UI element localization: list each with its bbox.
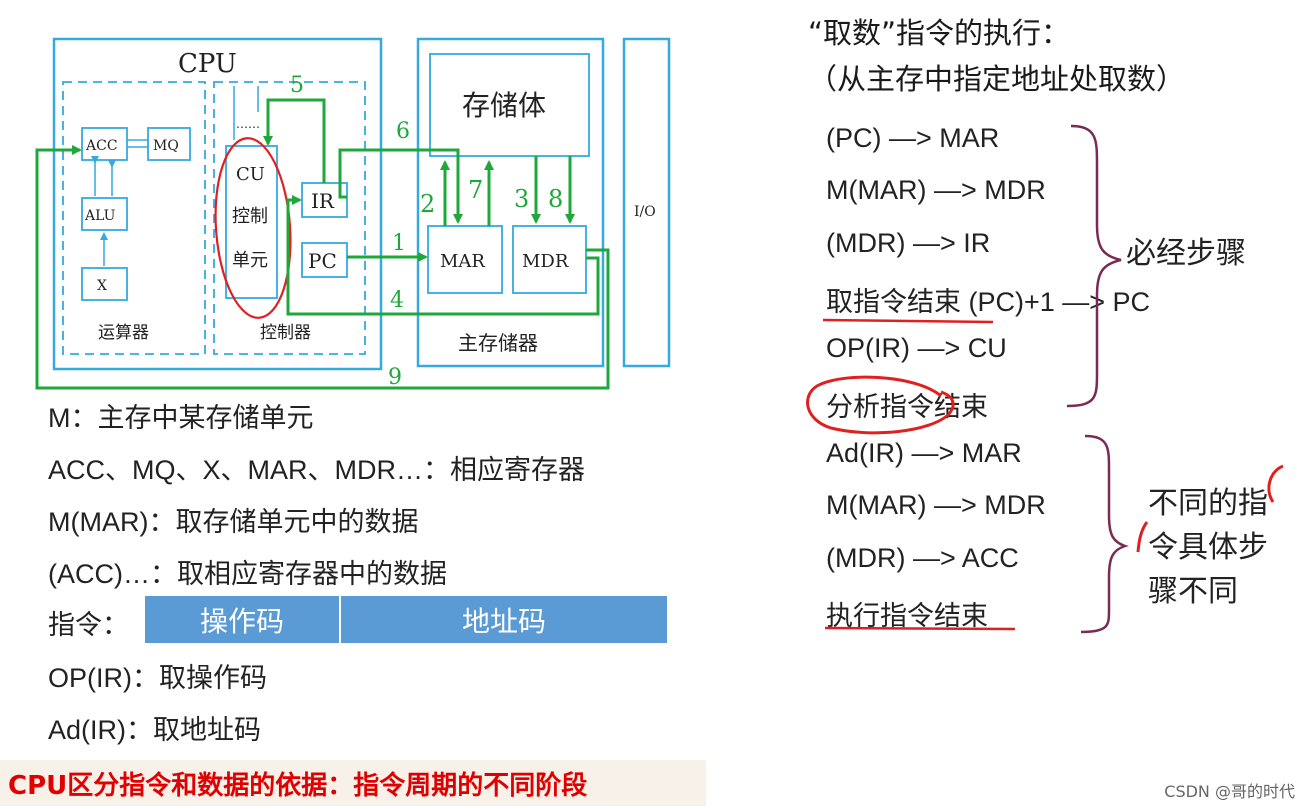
cu-label: CU	[236, 164, 265, 185]
storage-body-label: 存储体	[462, 89, 546, 122]
panel-subtitle: （从主存中指定地址处取数）	[808, 62, 1186, 96]
instruction-label: 指令：	[48, 610, 129, 640]
panel-title: “取数”指令的执行：	[808, 16, 1071, 50]
path-label-1: 1	[392, 231, 406, 256]
arith-unit-label: 运算器	[98, 323, 149, 343]
footer-note: CPU区分指令和数据的依据：指令周期的不同阶段	[0, 760, 706, 806]
controller-dots: ……	[236, 117, 260, 131]
acc-box	[81, 127, 128, 161]
path-6	[338, 148, 463, 224]
brace-varies	[1080, 434, 1129, 634]
brace-label-varies-3: 骤不同	[1148, 574, 1238, 609]
mdr-label: MDR	[522, 251, 569, 272]
step-item: (MDR) —> ACC	[826, 543, 1019, 573]
controller-label: 控制器	[260, 323, 311, 343]
step-item: M(MAR) —> MDR	[826, 175, 1046, 205]
opcode-field: 操作码	[145, 596, 341, 643]
main-memory-box	[416, 37, 605, 368]
cu-label-2: 控制	[232, 206, 268, 227]
path-label-5: 5	[290, 73, 304, 98]
mq-label: MQ	[153, 138, 179, 154]
step-item: (PC) —> MAR	[826, 123, 1000, 153]
legend-item: (ACC)…：取相应寄存器中的数据	[48, 559, 447, 589]
alu-box	[81, 197, 128, 231]
controller-box	[213, 81, 366, 355]
step-item: 执行指令结束	[826, 601, 988, 631]
brace-label-varies: 不同的指	[1148, 486, 1268, 521]
path-label-6: 6	[396, 119, 410, 144]
mar-label: MAR	[440, 251, 485, 272]
cpu-memory-diagram: CPU ACC MQ ALU X 运算器 …… CU 控制 单元 IR PC 控…	[35, 37, 671, 390]
cpu-label: CPU	[178, 49, 237, 79]
watermark: CSDN @哥的时代	[1164, 782, 1295, 801]
step-item: 取指令结束 (PC)+1 —> PC	[826, 287, 1151, 317]
main-memory-label: 主存储器	[458, 331, 538, 355]
acc-label: ACC	[85, 138, 118, 154]
path-5	[263, 98, 326, 183]
annotation-mark-right-2	[1136, 521, 1149, 553]
path-4	[286, 195, 600, 316]
instruction-format-bar: 操作码 地址码	[145, 596, 667, 643]
legend-item: M：主存中某存储单元	[48, 403, 314, 433]
x-label: X	[97, 278, 107, 294]
pc-box	[301, 242, 348, 278]
cpu-box	[52, 37, 383, 371]
pc-label: PC	[308, 249, 337, 273]
cu-box	[225, 145, 278, 299]
io-label: I/O	[634, 204, 656, 220]
path-label-4: 4	[390, 288, 404, 313]
x-box	[81, 267, 128, 301]
cu-annotation-circle	[214, 137, 292, 319]
storage-body-box	[429, 53, 590, 157]
mq-box	[147, 127, 191, 161]
path-label-3: 3	[514, 185, 529, 213]
step-item: OP(IR) —> CU	[826, 333, 1007, 363]
brace-label-varies-2: 令具体步	[1148, 530, 1268, 565]
alu-label: ALU	[84, 208, 116, 224]
mdr-box	[512, 225, 587, 294]
path-label-9: 9	[388, 365, 402, 390]
path-label-7: 7	[468, 176, 483, 204]
step-item: Ad(IR) —> MAR	[826, 438, 1022, 468]
annotation-mark-right	[1267, 464, 1284, 503]
brace-required	[1066, 124, 1122, 408]
io-box	[622, 37, 671, 368]
step-item: M(MAR) —> MDR	[826, 490, 1046, 520]
ir-label: IR	[311, 189, 335, 213]
step-item: 分析指令结束	[826, 392, 988, 422]
mar-box	[427, 225, 503, 294]
path-9	[35, 145, 610, 390]
step-item: (MDR) —> IR	[826, 228, 991, 258]
arith-unit-box	[62, 81, 206, 355]
brace-label-required: 必经步骤	[1126, 236, 1246, 271]
cu-label-3: 单元	[232, 250, 268, 271]
path-label-2: 2	[420, 190, 435, 218]
legend-item: Ad(IR)：取地址码	[48, 715, 262, 745]
legend-item: M(MAR)：取存储单元中的数据	[48, 507, 419, 537]
path-label-8: 8	[548, 185, 563, 213]
legend-item: OP(IR)：取操作码	[48, 663, 267, 693]
address-field: 地址码	[461, 604, 546, 638]
underline-fetch-end	[822, 318, 994, 324]
legend-item: ACC、MQ、X、MAR、MDR…：相应寄存器	[48, 455, 585, 485]
